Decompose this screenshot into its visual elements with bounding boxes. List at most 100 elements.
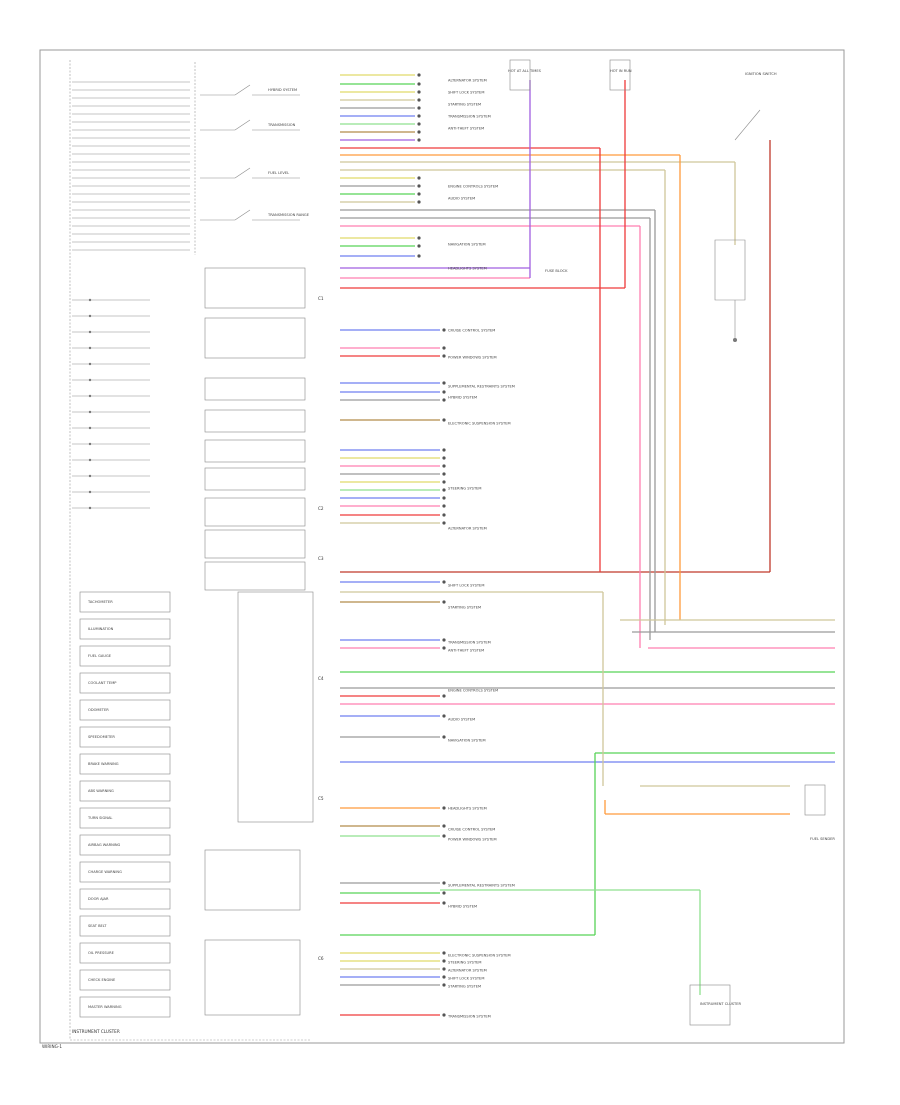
connector-terminal-icon <box>442 806 446 810</box>
wire-group: ALTERNATOR SYSTEM SHIFT LOCK SYSTEM STARTI… <box>318 73 835 1019</box>
connector-terminal-icon <box>442 951 446 955</box>
system-reference-label: STEERING SYSTEM <box>448 961 482 965</box>
connector-terminal-icon <box>417 254 421 258</box>
component-label: IGNITION SWITCH <box>745 72 777 76</box>
connector-terminal-icon <box>442 824 446 828</box>
connector-label: C2 <box>318 506 324 511</box>
connector-label: C1 <box>318 296 324 301</box>
system-reference-label: HEADLIGHTS SYSTEM <box>448 807 487 811</box>
cluster-pin-dot <box>88 330 92 334</box>
cluster-internal-box <box>204 317 306 359</box>
system-reference-label: STARTING SYSTEM <box>448 103 481 107</box>
cluster-title: INSTRUMENT CLUSTER <box>72 1029 120 1034</box>
cluster-internal-box <box>204 849 301 911</box>
component-label: FUEL SENDER <box>810 837 835 841</box>
connector-terminal-icon <box>417 184 421 188</box>
cluster-internal-box <box>204 439 306 463</box>
connector-terminal-icon <box>417 98 421 102</box>
connector-terminal-icon <box>417 244 421 248</box>
relay-box <box>714 239 746 301</box>
cluster-block-box <box>79 888 171 910</box>
cluster-block-label: ILLUMINATION <box>88 627 114 631</box>
cluster-pin-dot <box>88 506 92 510</box>
connector-terminal-icon <box>442 328 446 332</box>
cluster-block-box <box>79 996 171 1018</box>
system-reference-label: ALTERNATOR SYSTEM <box>448 79 487 83</box>
system-reference-label: STARTING SYSTEM <box>448 985 481 989</box>
system-reference-label: HYBRID SYSTEM <box>448 396 477 400</box>
connector-terminal-icon <box>417 236 421 240</box>
cluster-block-label: OIL PRESSURE <box>88 951 115 955</box>
connector-terminal-icon <box>417 130 421 134</box>
connector-terminal-icon <box>442 983 446 987</box>
system-reference-label: HYBRID SYSTEM <box>448 905 477 909</box>
connector-terminal-icon <box>417 73 421 77</box>
connector-terminal-icon <box>442 834 446 838</box>
system-reference-label: AUDIO SYSTEM <box>448 718 475 722</box>
cluster-pin-dot <box>88 458 92 462</box>
system-reference-label: SUPPLEMENTAL RESTRAINTS SYSTEM <box>448 884 515 888</box>
connector-terminal-icon <box>442 967 446 971</box>
connector-terminal-icon <box>442 600 446 604</box>
cluster-block-label: SEAT BELT <box>88 924 107 928</box>
cluster-block-box <box>79 807 171 829</box>
cluster-pin-dot <box>88 442 92 446</box>
cluster-block-label: SPEEDOMETER <box>88 735 115 739</box>
cluster-boundary <box>69 60 310 1041</box>
system-reference-label: SHIFT LOCK SYSTEM <box>448 91 484 95</box>
connector-terminal-icon <box>442 959 446 963</box>
cluster-block-label: ODOMETER <box>88 708 109 712</box>
system-reference-label: ALTERNATOR SYSTEM <box>448 969 487 973</box>
cluster-pin-dot <box>88 378 92 382</box>
fuse-box <box>509 59 531 91</box>
connector-terminal-icon <box>417 82 421 86</box>
switch-label: TRANSMISSION RANGE <box>267 213 310 217</box>
cluster-block-label: COOLANT TEMP <box>88 681 117 685</box>
connector-terminal-icon <box>442 646 446 650</box>
connector-terminal-icon <box>442 464 446 468</box>
diagram-frame <box>39 49 845 1044</box>
cluster-block-box <box>79 618 171 640</box>
system-reference-label: POWER WINDOWS SYSTEM <box>448 838 497 842</box>
system-reference-label: CRUISE CONTROL SYSTEM <box>448 828 495 832</box>
component-label: FUSE BLOCK <box>545 269 568 273</box>
component-label: HOT IN RUN <box>610 69 632 73</box>
cluster-block-label: AIRBAG WARNING <box>88 843 121 847</box>
cluster-block-label: MASTER WARNING <box>88 1005 122 1009</box>
connector-terminal-icon <box>442 496 446 500</box>
connector-terminal-icon <box>417 176 421 180</box>
cluster-internal-box <box>204 377 306 401</box>
cluster-pin-dot <box>88 490 92 494</box>
switch-contact-icon <box>234 209 251 221</box>
system-reference-label: STEERING SYSTEM <box>448 487 482 491</box>
connector-terminal-icon <box>442 448 446 452</box>
connector-terminal-icon <box>442 891 446 895</box>
connector-label: C4 <box>318 676 324 681</box>
connector-label: C6 <box>318 956 324 961</box>
system-reference-label: TRANSMISSION SYSTEM <box>447 641 491 645</box>
connector-terminal-icon <box>442 901 446 905</box>
cluster-internal-box <box>204 939 301 1016</box>
diagram-code: WIRING-1 <box>42 1044 62 1049</box>
cluster-internal-box <box>204 561 306 591</box>
cluster-internal-box <box>204 497 306 527</box>
cluster-block-box <box>79 645 171 667</box>
connector-terminal-icon <box>442 521 446 525</box>
cluster-block-label: BRAKE WARNING <box>88 762 119 766</box>
connector-terminal-icon <box>417 138 421 142</box>
connector-terminal-icon <box>442 513 446 517</box>
system-reference-label: ELECTRONIC SUSPENSION SYSTEM <box>448 954 511 958</box>
connector-terminal-icon <box>442 346 446 350</box>
connector-terminal-icon <box>442 418 446 422</box>
switch-label: HYBRID SYSTEM <box>268 88 297 92</box>
connector-terminal-icon <box>442 975 446 979</box>
switch-contact-icon <box>234 167 251 179</box>
cluster-block-box <box>79 699 171 721</box>
cluster-pin-dot <box>88 346 92 350</box>
connector-terminal-icon <box>417 114 421 118</box>
cluster-block-box <box>79 834 171 856</box>
connector-terminal-icon <box>417 200 421 204</box>
cluster-block-box <box>79 942 171 964</box>
